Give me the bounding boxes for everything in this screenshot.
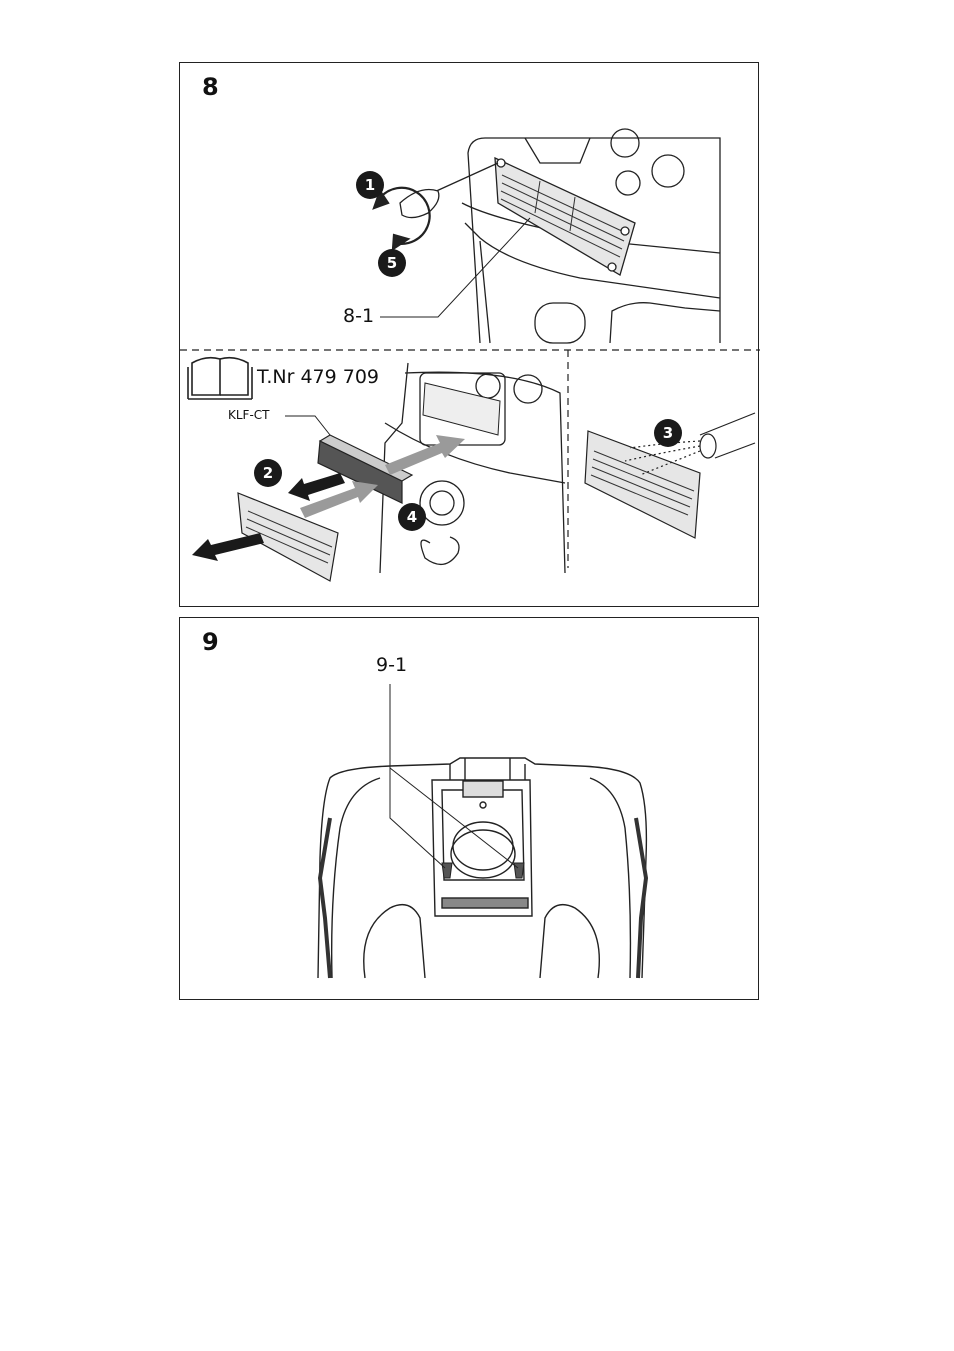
step-badge-1: 1 xyxy=(356,171,384,199)
figure-9-panel: 9 9-1 xyxy=(179,617,759,1000)
figure-8-illustration xyxy=(180,63,760,608)
grille-cleaning xyxy=(585,431,700,538)
rotate-arrow-icon xyxy=(374,188,430,249)
step-badge-2: 2 xyxy=(254,459,282,487)
grille-8-1 xyxy=(495,158,635,275)
open-lid xyxy=(432,758,532,916)
figure-number: 8 xyxy=(202,73,219,101)
callout-8-1: 8-1 xyxy=(343,305,374,327)
book-icon xyxy=(188,358,252,399)
filter-slot xyxy=(423,383,500,435)
filter-label: KLF-CT xyxy=(228,408,270,422)
step-badge-5: 5 xyxy=(378,249,406,277)
step-badge-3: 3 xyxy=(654,419,682,447)
part-number-label: T.Nr 479 709 xyxy=(257,366,379,388)
figure-8-panel: 8 8-1 T.Nr 479 709 KLF-CT 1 5 2 3 4 xyxy=(179,62,759,607)
fill-opening xyxy=(451,822,515,878)
step-badge-4: 4 xyxy=(398,503,426,531)
figure-number: 9 xyxy=(202,628,219,656)
figure-9-illustration xyxy=(180,618,760,1001)
callout-9-1: 9-1 xyxy=(376,654,407,676)
